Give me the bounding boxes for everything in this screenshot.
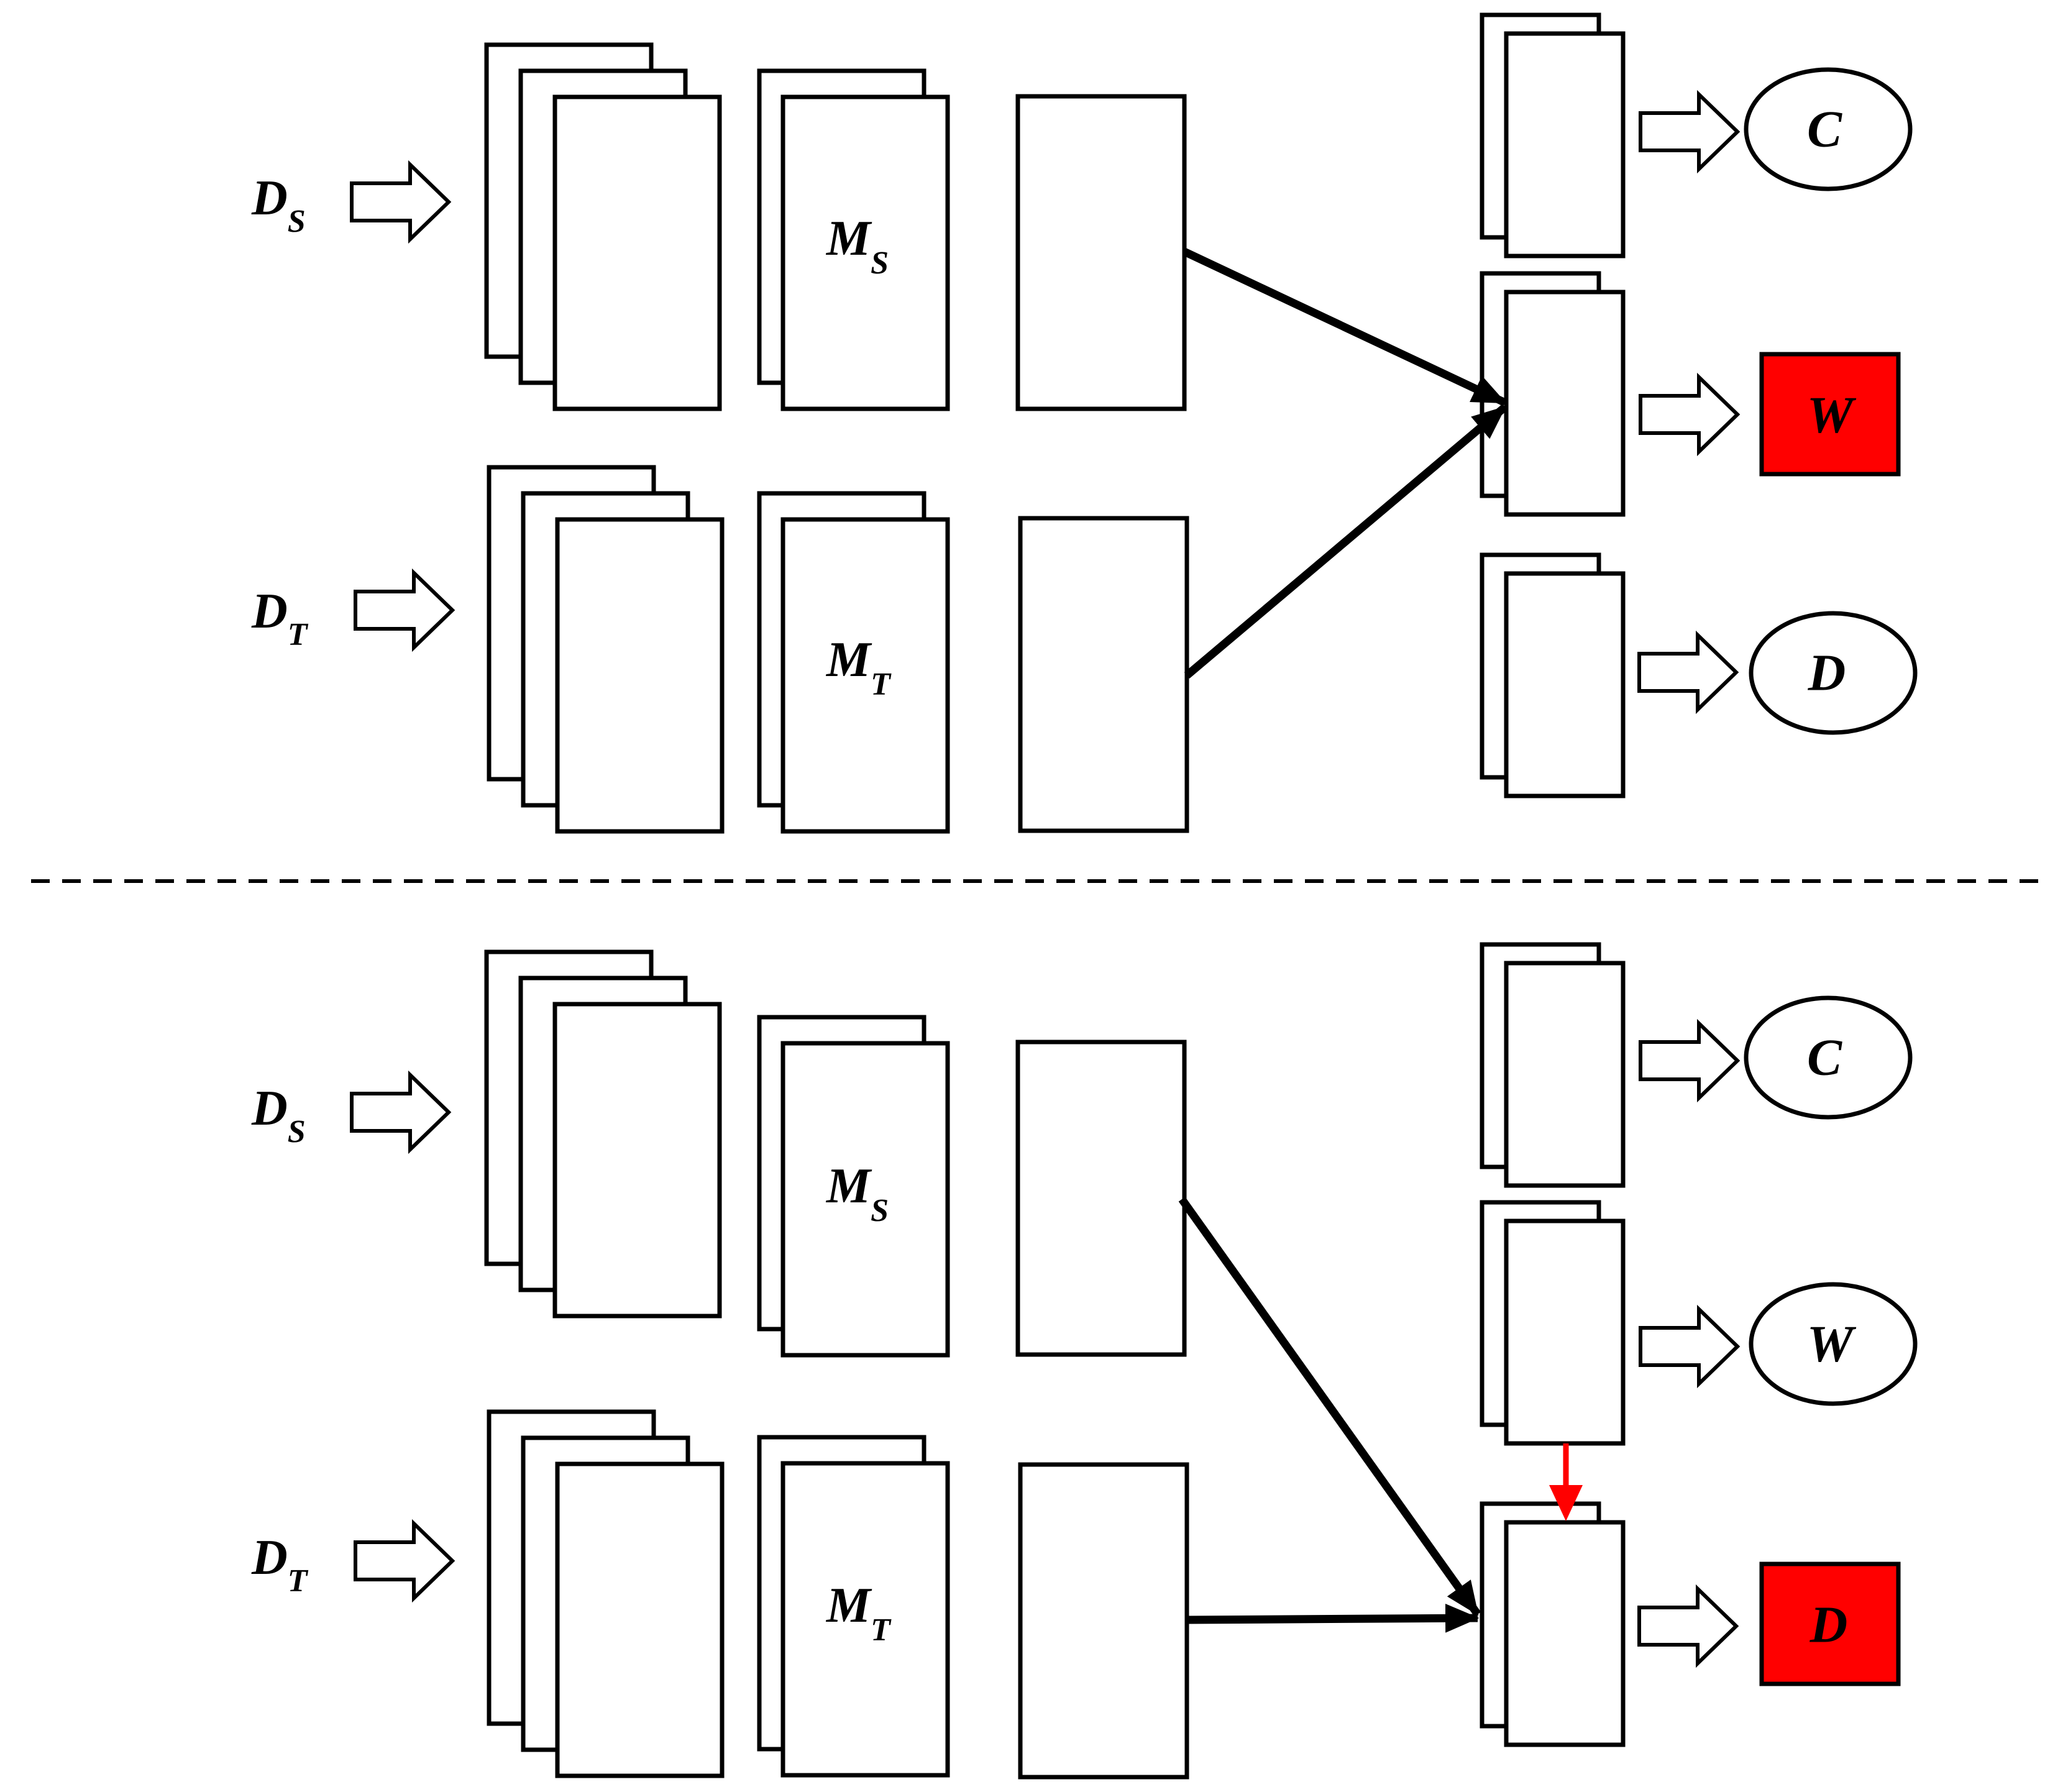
output-w-ellipse <box>1749 1282 1918 1406</box>
source-model-stack: MS <box>757 68 950 411</box>
target-feature-box <box>1018 516 1189 833</box>
input-arrow-source <box>350 160 452 244</box>
connector-target-to-d <box>1186 1603 1480 1633</box>
target-model-stack: MT <box>757 1435 950 1778</box>
output-d-label: D <box>1808 644 1846 702</box>
classifier-stack-c <box>1480 12 1626 258</box>
output-c-label: C <box>1807 101 1842 158</box>
output-c-label: C <box>1807 1029 1842 1087</box>
classifier-stack-d <box>1480 1501 1626 1747</box>
input-label-source: DS <box>251 171 306 239</box>
output-c-ellipse <box>1744 995 1913 1120</box>
target-data-stack <box>487 465 725 834</box>
output-c-ellipse <box>1744 67 1913 191</box>
output-arrow-w <box>1639 1304 1741 1389</box>
input-label-target: DT <box>251 584 309 652</box>
output-arrow-w <box>1639 372 1741 457</box>
model-label-source: MS <box>825 211 889 281</box>
classifier-stack-d <box>1480 552 1626 798</box>
model-label-target: MT <box>825 633 892 702</box>
input-arrow-source <box>350 1070 452 1154</box>
bottom-panel: DS DT MS MT <box>251 942 1918 1780</box>
output-arrow-c <box>1639 89 1741 174</box>
source-data-stack <box>484 42 722 411</box>
input-label-target: DT <box>251 1530 309 1599</box>
target-feature-box <box>1018 1462 1189 1780</box>
input-arrow-target <box>354 568 455 652</box>
output-d-target-box <box>1759 1561 1901 1686</box>
output-w-label: W <box>1807 386 1857 444</box>
input-label-source: DS <box>251 1081 306 1150</box>
connector-source-to-d <box>1178 1197 1481 1617</box>
classifier-stack-c <box>1480 942 1626 1188</box>
input-arrow-target <box>354 1519 455 1603</box>
output-arrow-c <box>1639 1018 1741 1103</box>
output-w-target-box <box>1759 352 1901 477</box>
source-data-stack <box>484 949 722 1319</box>
target-model-stack: MT <box>757 491 950 834</box>
target-data-stack <box>487 1409 725 1778</box>
output-arrow-d <box>1637 1584 1739 1668</box>
output-d-ellipse <box>1749 611 1918 735</box>
model-label-target: MT <box>825 1578 892 1648</box>
transfer-arrow <box>1549 1443 1583 1521</box>
output-w-label: W <box>1807 1315 1857 1373</box>
connector-source-to-w <box>1183 248 1507 406</box>
classifier-stack-w <box>1480 1200 1626 1446</box>
classifier-stack-w <box>1480 271 1626 517</box>
model-label-source: MS <box>825 1159 889 1228</box>
source-model-stack: MS <box>757 1015 950 1358</box>
output-d-label: D <box>1809 1596 1848 1654</box>
source-feature-box <box>1015 94 1187 411</box>
output-arrow-d <box>1637 630 1739 715</box>
top-panel: DS DT MS <box>251 12 1918 834</box>
source-feature-box <box>1015 1040 1187 1357</box>
connector-target-to-w <box>1184 404 1508 679</box>
